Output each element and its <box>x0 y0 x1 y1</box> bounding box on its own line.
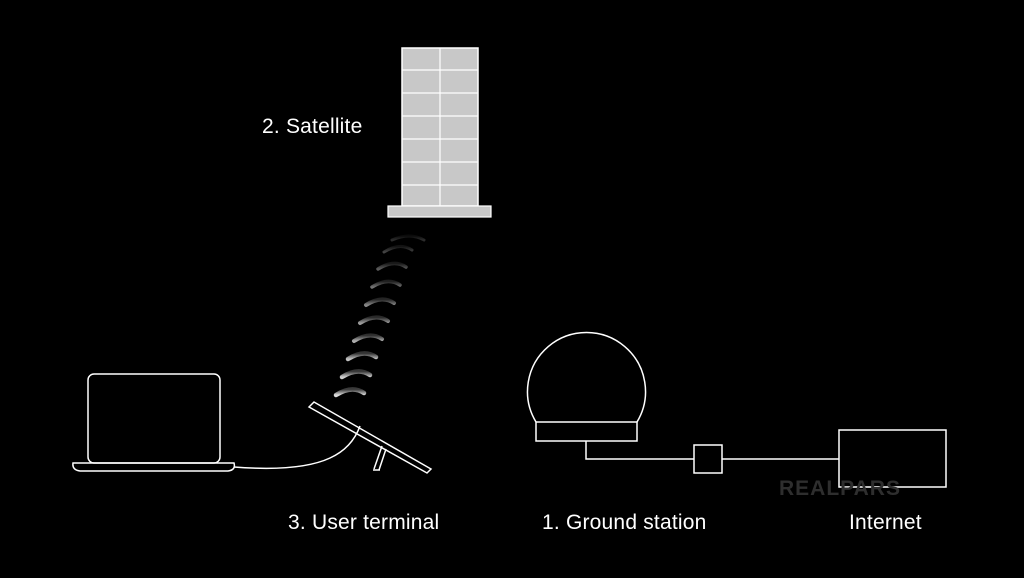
internet-box-icon <box>838 429 947 488</box>
signal-waves <box>333 234 426 398</box>
ground-station-dome-icon <box>526 331 647 442</box>
satellite-solar-panel-icon <box>387 47 492 218</box>
ground-station-label: 1. Ground station <box>542 511 707 534</box>
satellite-label: 2. Satellite <box>262 115 363 138</box>
laptop-icon <box>72 373 236 472</box>
laptop-cable <box>233 425 361 470</box>
ground-link-line <box>585 441 694 460</box>
internet-label: Internet <box>849 511 922 534</box>
user-terminal-label: 3. User terminal <box>288 511 440 534</box>
connector-box-icon <box>693 444 723 474</box>
brand-watermark: REALPARS <box>779 477 901 500</box>
satellite-dish-icon <box>307 401 433 474</box>
